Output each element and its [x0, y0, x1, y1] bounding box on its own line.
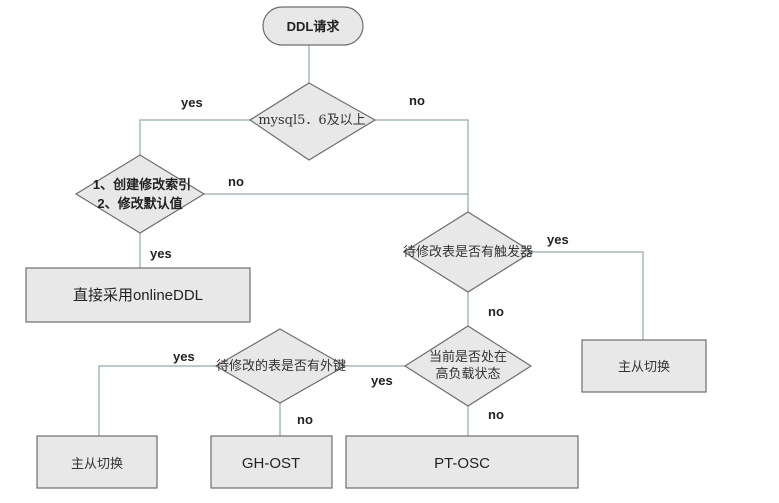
node-has-fk-label: 待修改的表是否有外键	[216, 358, 346, 374]
node-pt-osc-label: PT-OSC	[434, 455, 490, 472]
node-switch-left: 主从切换	[36, 435, 158, 489]
node-gh-ost: GH-OST	[210, 435, 333, 489]
edge-label-index-yes: yes	[150, 246, 172, 261]
edge-label-fk-yes: yes	[173, 349, 195, 364]
edge-label-load-no: no	[488, 407, 504, 422]
node-high-load-line1: 当前是否处在	[429, 349, 507, 365]
edge-label-index-no: no	[228, 174, 244, 189]
node-start-label: DDL请求	[287, 19, 341, 34]
edge-mysql-no	[370, 119, 469, 212]
node-create-index-line2: 2、修改默认值	[97, 196, 182, 211]
edge-label-mysql-no: no	[409, 93, 425, 108]
edge-label-load-yes: yes	[371, 373, 393, 388]
node-switch-left-label: 主从切换	[71, 457, 123, 472]
node-has-trigger: 待修改表是否有触发器	[402, 211, 534, 293]
edge-trigger-yes	[532, 251, 644, 340]
node-switch-right-label: 主从切换	[618, 360, 670, 375]
node-create-index-line1: 1、创建修改索引	[93, 177, 191, 192]
node-has-fk: 待修改的表是否有外键	[214, 328, 347, 404]
edge-label-trigger-yes: yes	[547, 232, 569, 247]
node-has-trigger-label: 待修改表是否有触发器	[403, 244, 533, 260]
node-start: DDL请求	[262, 6, 364, 46]
node-switch-right: 主从切换	[581, 339, 707, 393]
connectors	[98, 45, 644, 436]
edge-label-trigger-no: no	[488, 304, 504, 319]
node-high-load-line2: 高负载状态	[435, 366, 500, 382]
node-mysql-version: mysql5．6及以上	[248, 82, 377, 161]
edge-label-mysql-yes: yes	[181, 95, 203, 110]
edge-fk-yes	[98, 365, 216, 436]
edge-label-fk-no: no	[297, 412, 313, 427]
edge-labels: yes no no yes yes no yes no yes no	[150, 93, 569, 427]
node-online-ddl: 直接采用onlineDDL	[25, 267, 251, 323]
node-mysql-version-label: mysql5．6及以上	[258, 113, 365, 128]
edge-mysql-yes	[139, 119, 250, 155]
node-online-ddl-label: 直接采用onlineDDL	[73, 287, 203, 304]
node-create-index: 1、创建修改索引 2、修改默认值	[74, 154, 206, 234]
node-pt-osc: PT-OSC	[345, 435, 579, 489]
node-gh-ost-label: GH-OST	[242, 455, 300, 472]
node-high-load: 当前是否处在 高负载状态	[403, 325, 533, 407]
